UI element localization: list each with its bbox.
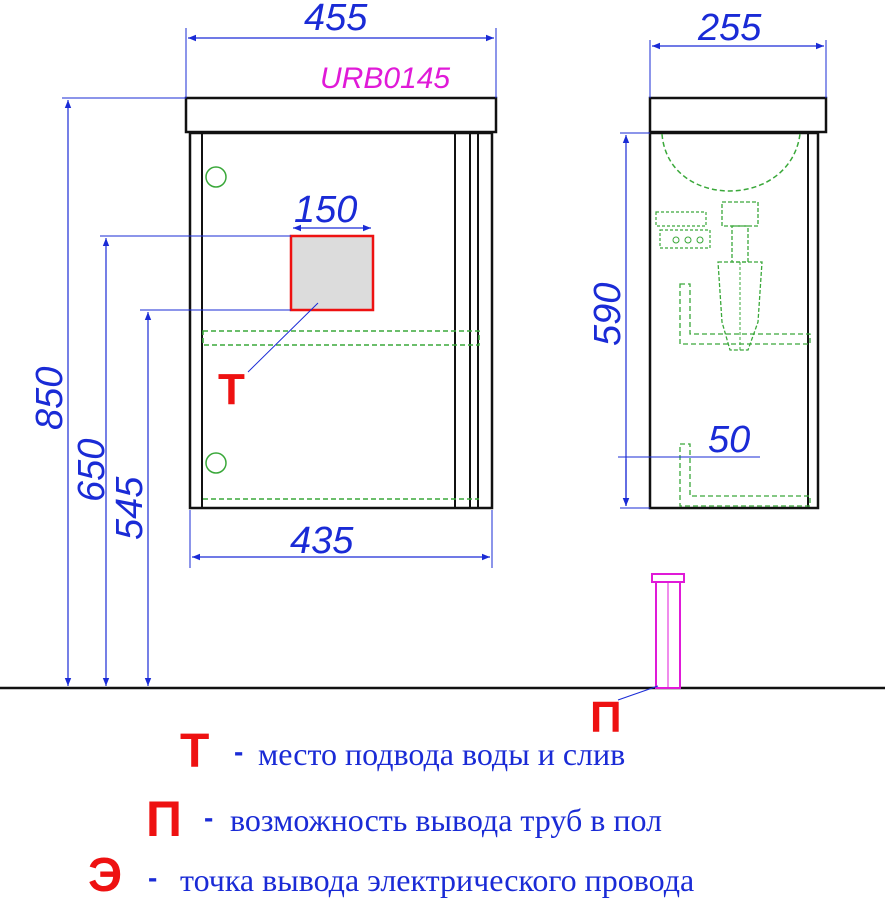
legend-dash-water: - xyxy=(234,736,244,767)
hinge-bottom xyxy=(205,452,227,474)
front-body xyxy=(188,131,494,510)
legend-text-water: место подвода воды и слив xyxy=(258,736,626,772)
legend-text-floor: возможность вывода труб в пол xyxy=(230,802,662,838)
floor-pipe xyxy=(651,573,685,689)
legend-row-floor: П - возможность вывода труб в пол xyxy=(0,792,885,844)
model-label: URB0145 xyxy=(320,62,450,95)
dim-height-total-label: 850 xyxy=(29,367,71,430)
dim-width-top: 455 xyxy=(185,0,497,98)
legend-row-water: Т - место подвода воды и слив xyxy=(0,726,885,778)
dim-height-650: 650 xyxy=(71,235,291,686)
dim-width-top-label: 455 xyxy=(304,0,368,39)
dim-height-total: 850 xyxy=(29,97,186,686)
legend-dash-electric: - xyxy=(148,862,158,893)
front-shelf xyxy=(202,330,480,346)
dim-height-545: 545 xyxy=(109,309,291,686)
side-basin-bowl xyxy=(661,133,801,192)
dim-height-650-label: 650 xyxy=(71,439,113,502)
front-cabinet xyxy=(184,96,498,510)
dim-outlet-height-label: 50 xyxy=(708,419,750,461)
legend-mark-electric: Э xyxy=(88,849,123,902)
side-body xyxy=(648,131,820,510)
dim-height-545-label: 545 xyxy=(109,476,151,540)
side-washbasin xyxy=(648,96,828,134)
front-washbasin xyxy=(184,96,498,134)
service-panel xyxy=(289,234,375,312)
dim-side-height-label: 590 xyxy=(587,283,629,346)
legend-mark-floor: П xyxy=(146,791,182,847)
dim-side-height: 590 xyxy=(587,132,650,509)
legend-text-electric: точка вывода электрического провода xyxy=(180,862,695,898)
dim-width-body-label: 435 xyxy=(290,520,354,562)
dim-width-body: 435 xyxy=(189,510,493,568)
dim-panel-width-label: 150 xyxy=(294,189,357,231)
dim-panel-width: 150 xyxy=(293,189,371,232)
side-cabinet xyxy=(648,96,828,510)
dim-depth: 255 xyxy=(649,7,827,98)
marker-floor: П xyxy=(590,693,622,742)
dim-outlet-height: 50 xyxy=(618,419,760,506)
hinge-top xyxy=(205,166,227,188)
legend-mark-water: Т xyxy=(180,725,210,778)
legend-row-electric: Э - точка вывода электрического провода xyxy=(0,852,885,904)
marker-water: Т xyxy=(218,365,245,414)
legend-dash-floor: - xyxy=(204,802,214,833)
dim-depth-label: 255 xyxy=(697,7,762,49)
